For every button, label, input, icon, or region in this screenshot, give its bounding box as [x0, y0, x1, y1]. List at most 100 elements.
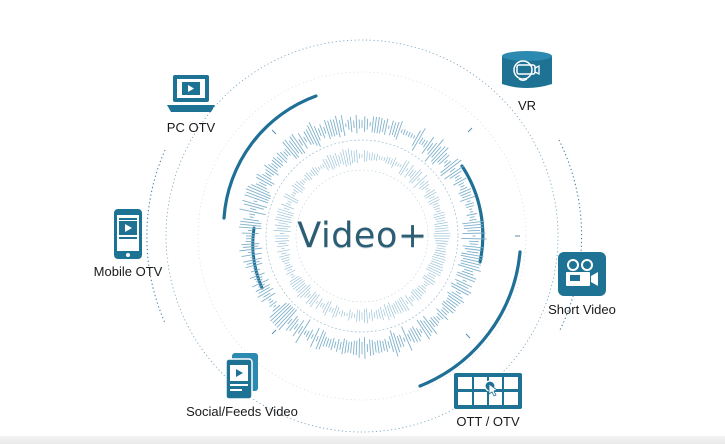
waveform-bar [387, 125, 390, 130]
waveform-bar [347, 119, 350, 130]
waveform-bar [284, 261, 290, 265]
waveform-bar [408, 296, 414, 302]
node-short-video[interactable]: Short Video [512, 250, 652, 317]
waveform-bar [239, 208, 266, 216]
waveform-bar [373, 153, 376, 161]
waveform-bar [466, 200, 471, 203]
waveform-bar [411, 171, 423, 184]
waveform-bar [287, 318, 293, 325]
node-pc-otv[interactable]: PC OTV [121, 72, 261, 135]
waveform-bar [272, 304, 281, 312]
waveform-bar [425, 268, 441, 277]
waveform-bar [459, 186, 468, 191]
waveform-bar [468, 240, 480, 243]
waveform-bar [247, 185, 272, 197]
waveform-bar [453, 177, 467, 186]
waveform-bar [338, 120, 343, 133]
waveform-bar [375, 153, 378, 161]
waveform-bar [435, 242, 448, 245]
node-social-feeds[interactable]: Social/Feeds Video [172, 352, 312, 419]
waveform-bar [443, 159, 448, 164]
waveform-bar [398, 160, 407, 174]
waveform-bar [428, 264, 443, 272]
waveform-bar [423, 274, 436, 283]
waveform-bar [356, 149, 358, 164]
waveform-bar [250, 256, 254, 259]
waveform-bar [378, 309, 381, 319]
waveform-bar [399, 334, 405, 347]
waveform-bar [429, 319, 436, 328]
waveform-bar [335, 306, 340, 318]
waveform-bar [397, 162, 400, 167]
waveform-bar [450, 282, 472, 294]
waveform-bar [329, 119, 336, 137]
waveform-bar [284, 148, 291, 156]
tick-mark [271, 129, 277, 135]
node-ott-otv[interactable]: OTT / OTV [418, 372, 558, 429]
waveform-bar [436, 315, 441, 321]
waveform-bar [459, 195, 476, 202]
waveform-bar [317, 128, 322, 137]
waveform-bar [469, 243, 478, 245]
waveform-bar [369, 339, 372, 357]
waveform-bar [461, 194, 472, 199]
waveform-bar [334, 115, 341, 138]
waveform-bar [426, 143, 434, 151]
waveform-bar [356, 309, 358, 323]
waveform-bar [328, 338, 332, 348]
waveform-bar [456, 282, 469, 290]
waveform-bar [297, 325, 304, 334]
feed-cards-icon [225, 353, 258, 400]
waveform-bar [382, 340, 385, 351]
video-camera-icon [558, 252, 606, 296]
waveform-bar [398, 298, 407, 312]
waveform-bar [463, 223, 484, 227]
waveform-bar [303, 136, 308, 143]
node-vr[interactable]: VR [457, 46, 597, 113]
waveform-bar [395, 120, 403, 140]
waveform-bar [410, 291, 420, 301]
waveform-bar [310, 169, 316, 176]
waveform-bar [444, 160, 452, 167]
waveform-bar [273, 304, 277, 308]
waveform-bar [345, 150, 349, 165]
waveform-bar [243, 218, 260, 222]
waveform-bar [291, 134, 306, 154]
waveform-bar [353, 150, 356, 163]
waveform-bar [383, 118, 389, 135]
waveform-bar [263, 292, 271, 298]
waveform-bar [370, 309, 374, 322]
waveform-bar [240, 223, 261, 227]
waveform-bar [251, 184, 270, 194]
waveform-bar [308, 122, 321, 147]
waveform-bar [322, 158, 329, 171]
waveform-bar [446, 300, 456, 308]
waveform-bar [250, 268, 261, 273]
waveform-bar [371, 152, 373, 161]
bold-arc-right [460, 164, 485, 264]
waveform-bar [384, 338, 389, 352]
waveform-bar [429, 199, 440, 205]
waveform-bar [451, 285, 469, 296]
waveform-bar [253, 200, 258, 203]
waveform-bar [399, 164, 402, 168]
waveform-bar [455, 278, 473, 288]
waveform-bar [383, 303, 390, 321]
waveform-bar [467, 250, 479, 254]
waveform-bar [305, 129, 315, 145]
waveform-bar [464, 248, 482, 251]
waveform-bar [305, 330, 310, 338]
waveform-bar [338, 311, 341, 315]
node-mobile-otv[interactable]: Mobile OTV [58, 208, 198, 279]
waveform-bar [301, 179, 306, 184]
waveform-bar [435, 230, 449, 232]
waveform-bar [433, 232, 451, 235]
waveform-bar [440, 158, 459, 174]
waveform-bar [383, 157, 386, 162]
waveform-bar [462, 232, 486, 235]
waveform-bar [435, 217, 446, 221]
waveform-bar [468, 218, 477, 221]
waveform-bar [289, 275, 300, 283]
waveform-bar [413, 174, 428, 188]
waveform-bar [449, 167, 456, 173]
